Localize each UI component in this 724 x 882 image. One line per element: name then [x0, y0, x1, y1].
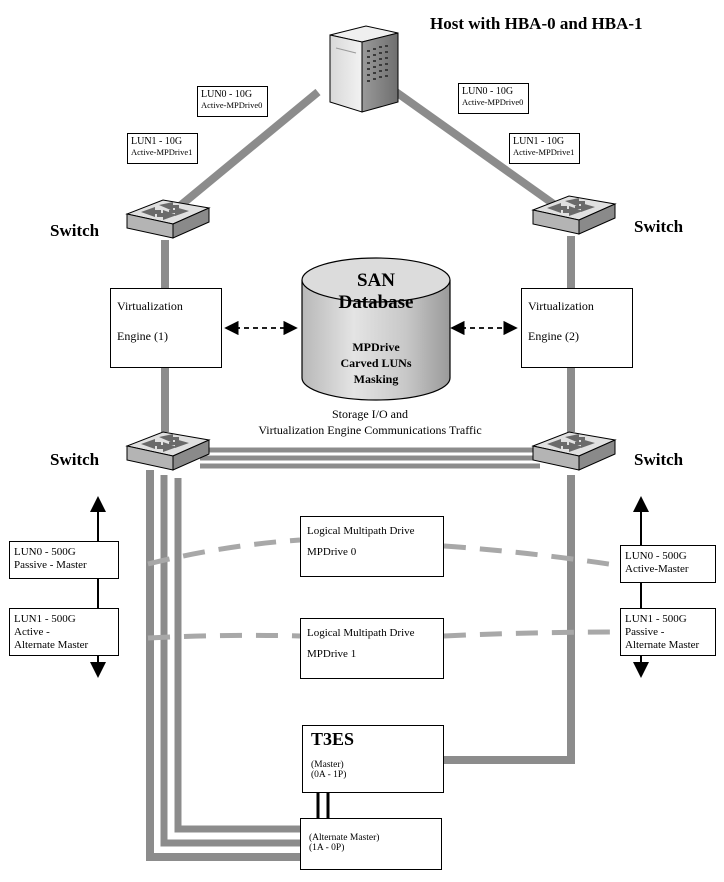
cable-right-down — [444, 475, 575, 764]
engine-label: Virtualization — [528, 299, 594, 313]
t3es-alternate-master: (Alternate Master) (1A - 0P) — [300, 818, 442, 870]
upper-lun-left-0: LUN0 - 10G Active-MPDrive0 — [197, 86, 268, 117]
virtualization-engine-1: Virtualization Engine (1) — [110, 288, 222, 368]
switch-icon-top-left — [125, 199, 211, 239]
t3es-master-ports: (0A - 1P) — [311, 770, 347, 780]
upper-lun-right-1: LUN1 - 10G Active-MPDrive1 — [509, 133, 580, 164]
cable-host-right — [393, 88, 558, 209]
engine-id: Engine (1) — [117, 329, 168, 343]
lun-status: Active - — [14, 626, 50, 638]
cable-left-down-inner — [174, 478, 300, 833]
san-line-2: Carved LUNs — [340, 356, 412, 370]
traffic-caption-1: Storage I/O and — [332, 407, 408, 421]
cable-host-left — [172, 88, 321, 214]
drive-name: MPDrive 1 — [307, 648, 357, 660]
lun-status: Active-MPDrive0 — [201, 100, 263, 110]
lun-status: Active-Master — [625, 563, 689, 575]
host-server-icon — [329, 25, 399, 113]
traffic-caption-2: Virtualization Engine Communications Tra… — [258, 423, 482, 437]
lower-lun-right-1: LUN1 - 500G Passive - Alternate Master — [620, 608, 716, 656]
upper-lun-right-0: LUN0 - 10G Active-MPDrive0 — [458, 83, 529, 114]
t3es-alt-role: (Alternate Master) — [309, 833, 380, 843]
multipath-drive-1: Logical Multipath Drive MPDrive 1 — [300, 618, 444, 679]
lun-status: Passive - — [625, 626, 665, 638]
drive-label: Logical Multipath Drive — [307, 525, 415, 537]
switch-label-bottom-right: Switch — [634, 450, 684, 469]
switch-icon-top-right — [531, 195, 617, 235]
lower-lun-left-0: LUN0 - 500G Passive - Master — [9, 541, 119, 579]
lun-label: LUN0 - 500G — [14, 546, 76, 558]
switch-icon-bottom-right — [531, 431, 617, 471]
lun-status: Active-MPDrive0 — [462, 97, 524, 107]
san-database-icon — [301, 257, 451, 401]
lun-role: Alternate Master — [14, 639, 89, 651]
lun-label: LUN0 - 10G — [462, 86, 514, 97]
lun-label: LUN1 - 500G — [625, 613, 687, 625]
cables — [146, 88, 575, 861]
engine-id: Engine (2) — [528, 329, 579, 343]
lower-lun-left-1: LUN1 - 500G Active - Alternate Master — [9, 608, 119, 656]
t3es-alt-ports: (1A - 0P) — [309, 843, 345, 853]
drive-name: MPDrive 0 — [307, 546, 357, 558]
multipath-drive-0: Logical Multipath Drive MPDrive 0 — [300, 516, 444, 577]
san-title-2: Database — [338, 292, 414, 313]
san-line-1: MPDrive — [352, 340, 400, 354]
switch-label-top-right: Switch — [634, 217, 684, 236]
engine-label: Virtualization — [117, 299, 183, 313]
switch-icon-bottom-left — [125, 431, 211, 471]
upper-lun-left-1: LUN1 - 10G Active-MPDrive1 — [127, 133, 198, 164]
cable-left-down-mid — [160, 475, 300, 847]
logical-links — [147, 537, 623, 641]
lower-lun-right-0: LUN0 - 500G Active-Master — [620, 545, 716, 583]
san-title-1: SAN — [356, 270, 395, 291]
switch-label-top-left: Switch — [50, 221, 100, 240]
lun-label: LUN0 - 500G — [625, 550, 687, 562]
switch-label-bottom-left: Switch — [50, 450, 100, 469]
lun-role: Alternate Master — [625, 639, 700, 651]
drive-label: Logical Multipath Drive — [307, 627, 415, 639]
t3es-master-role: (Master) — [311, 760, 344, 770]
t3es-master: T3ES (Master) (0A - 1P) — [302, 725, 444, 793]
virtualization-engine-2: Virtualization Engine (2) — [521, 288, 633, 368]
lun-label: LUN1 - 500G — [14, 613, 76, 625]
cable-left-down-outer — [146, 470, 300, 861]
lun-label: LUN1 - 10G — [131, 136, 183, 147]
lun-label: LUN0 - 10G — [201, 89, 253, 100]
lun-status: Active-MPDrive1 — [131, 147, 193, 157]
lun-status: Active-MPDrive1 — [513, 147, 575, 157]
lun-status: Passive - Master — [14, 559, 87, 571]
lun-label: LUN1 - 10G — [513, 136, 565, 147]
host-title: Host with HBA-0 and HBA-1 — [430, 14, 643, 33]
san-line-3: Masking — [353, 372, 399, 386]
t3es-title: T3ES — [311, 729, 355, 749]
